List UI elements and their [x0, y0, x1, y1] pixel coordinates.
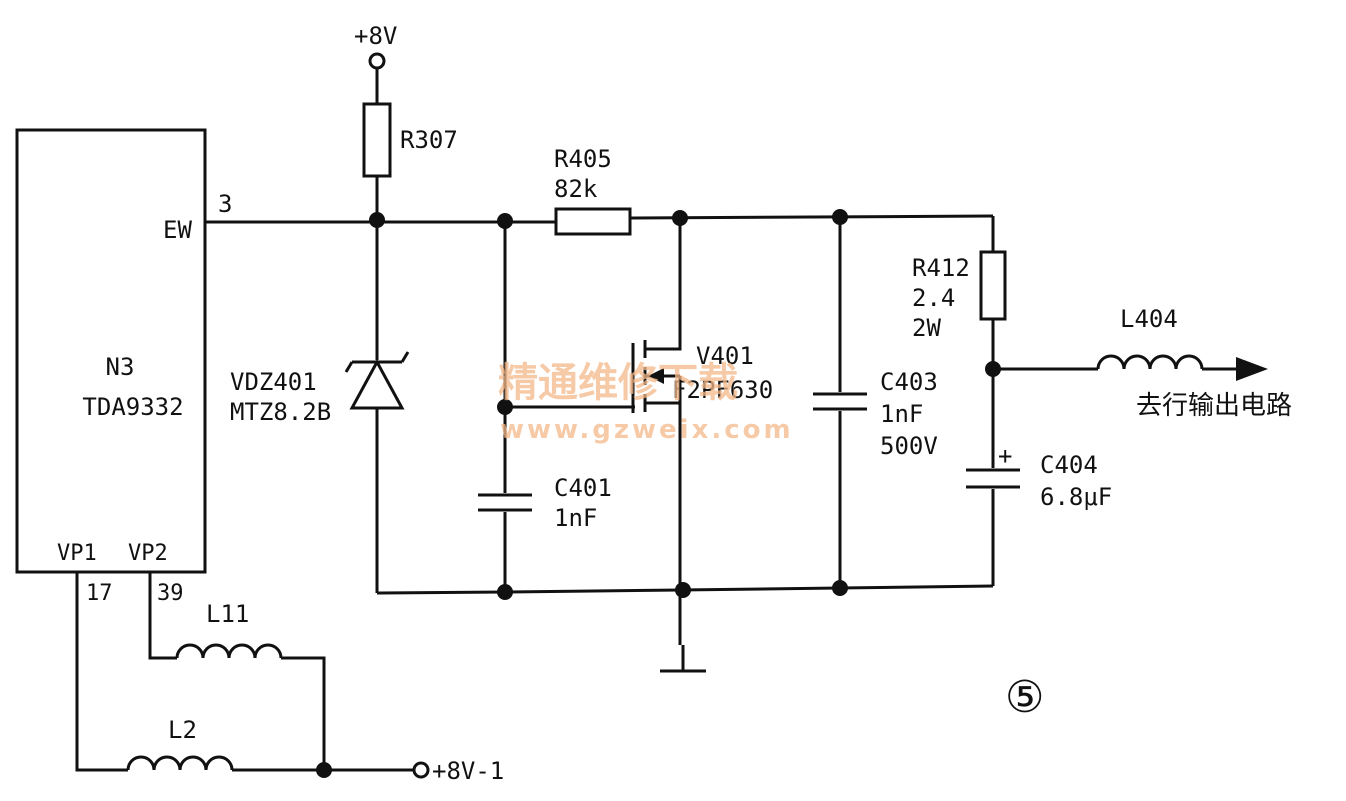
top-supply-label: +8V [354, 22, 397, 50]
c403-voltage: 500V [880, 432, 938, 460]
vdz401-part: MTZ8.2B [230, 398, 331, 426]
wire-vp1 [75, 572, 128, 772]
vdz401-name: VDZ401 [230, 368, 317, 396]
inductor-l11 [175, 643, 283, 659]
inductor-l404 [1096, 354, 1204, 370]
pin-ew-number: 3 [218, 190, 232, 218]
junction-dot [369, 212, 385, 228]
junction-dot [316, 762, 332, 778]
resistor-r412 [979, 250, 1007, 321]
zener-vdz401 [349, 358, 405, 410]
pin-ew-label: EW [163, 216, 192, 244]
l11-name: L11 [206, 600, 249, 628]
wire-top-right [629, 214, 994, 220]
watermark-url: www.gzweix.com [500, 415, 794, 445]
v401-part: F2PF630 [672, 376, 773, 404]
junction-dot [832, 580, 848, 596]
l404-name: L404 [1120, 305, 1178, 333]
zener-bar [344, 351, 410, 373]
capacitor-c403 [813, 392, 867, 411]
junction-dot [497, 399, 513, 415]
bottom-supply-terminal [412, 761, 430, 779]
c404-value: 6.8μF [1040, 483, 1112, 511]
pin-vp1-label: VP1 [57, 541, 97, 566]
c404-polarity: + [998, 442, 1012, 470]
output-arrow-icon [1236, 357, 1268, 381]
junction-dot [497, 213, 513, 229]
c401-name: C401 [554, 474, 612, 502]
pin-vp2-label: VP2 [128, 541, 168, 566]
r412-power: 2W [912, 314, 941, 342]
top-supply-terminal [368, 52, 386, 70]
r412-value: 2.4 [912, 284, 955, 312]
wire-l11-right [281, 656, 326, 770]
resistor-r405 [554, 207, 632, 236]
junction-dot [832, 209, 848, 225]
resistor-r307 [362, 102, 392, 178]
capacitor-c401 [478, 493, 532, 512]
c403-name: C403 [880, 368, 938, 396]
junction-dot [672, 210, 688, 226]
c403-value: 1nF [880, 400, 923, 428]
r412-name: R412 [912, 254, 970, 282]
l2-name: L2 [168, 716, 197, 744]
junction-dot [497, 584, 513, 600]
r405-name: R405 [554, 145, 612, 173]
r405-value: 82k [554, 175, 598, 203]
pin-vp1-number: 17 [86, 581, 113, 606]
ic-part: TDA9332 [82, 393, 183, 421]
ic-n3-body [15, 128, 207, 574]
capacitor-c404 [966, 468, 1020, 489]
r307-label: R307 [400, 126, 458, 154]
junction-dot [985, 361, 1001, 377]
output-label: 去行输出电路 [1136, 391, 1292, 421]
c401-value: 1nF [554, 504, 597, 532]
pin-vp2-number: 39 [157, 581, 184, 606]
ic-name: N3 [106, 353, 135, 381]
inductor-l2 [126, 755, 234, 771]
c404-name: C404 [1040, 451, 1098, 479]
wire-vp2 [148, 572, 177, 660]
figure-number: ⑤ [1005, 672, 1044, 723]
v401-name: V401 [696, 342, 754, 370]
watermark-title: 精通维修下载 [498, 360, 738, 406]
bottom-supply-label: +8V-1 [432, 757, 504, 785]
mosfet-drain [645, 218, 682, 351]
junction-dot [675, 582, 691, 598]
mosfet-arrow [648, 368, 664, 384]
